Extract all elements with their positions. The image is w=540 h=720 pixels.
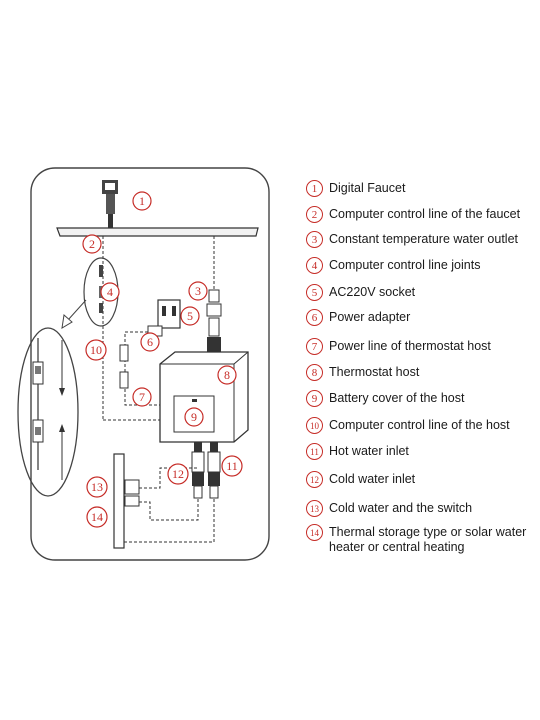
legend-label: Computer control line of the host: [329, 418, 510, 432]
svg-text:11: 11: [226, 459, 238, 473]
legend-item: 5 AC220V socket: [306, 284, 415, 301]
legend-label: Thermostat host: [329, 365, 420, 379]
ac-socket: [157, 299, 181, 329]
digital-faucet: [102, 180, 118, 228]
legend-item: 4 Computer control line joints: [306, 257, 480, 274]
svg-text:5: 5: [187, 309, 193, 323]
legend-label: Computer control line of the faucet: [329, 207, 521, 221]
callout-8: 8: [217, 365, 237, 385]
legend-item: 14 Thermal storage type or solar water he…: [306, 524, 538, 555]
legend-number: 5: [306, 284, 323, 301]
legend-number: 9: [306, 390, 323, 407]
legend-label: Thermal storage type or solar water heat…: [329, 525, 527, 554]
callout-7: 7: [132, 387, 152, 407]
svg-text:12: 12: [172, 467, 184, 481]
callout-10: 10: [85, 339, 107, 361]
svg-text:6: 6: [147, 335, 153, 349]
cold-water-inlet: [191, 442, 205, 499]
legend-item: 7 Power line of thermostat host: [306, 338, 491, 355]
svg-text:2: 2: [89, 237, 95, 251]
battery-cover: [173, 395, 215, 433]
hot-water-inlet: [207, 442, 221, 499]
legend-number: 13: [306, 500, 323, 517]
callout-13: 13: [86, 476, 108, 498]
callout-2: 2: [82, 234, 102, 254]
legend-label: Power line of thermostat host: [329, 339, 491, 353]
legend-label: Computer control line joints: [329, 258, 481, 272]
cold-water-switch: [124, 479, 140, 507]
legend-item: 8 Thermostat host: [306, 364, 419, 381]
callout-12: 12: [167, 463, 189, 485]
legend-number: 14: [306, 524, 323, 541]
outlet-hose-fitting: [206, 289, 222, 355]
legend-number: 10: [306, 417, 323, 434]
legend-item: 3 Constant temperature water outlet: [306, 231, 518, 248]
thermostat-host: [159, 351, 249, 443]
legend-label: Battery cover of the host: [329, 391, 465, 405]
countertop: [56, 227, 259, 237]
legend-item: 1 Digital Faucet: [306, 180, 405, 197]
legend-label: Power adapter: [329, 310, 411, 324]
legend-number: 4: [306, 257, 323, 274]
legend-number: 8: [306, 364, 323, 381]
legend-label: Hot water inlet: [329, 444, 409, 458]
legend-number: 7: [306, 338, 323, 355]
legend-label: Cold water inlet: [329, 472, 416, 486]
callout-11: 11: [221, 455, 243, 477]
legend-number: 12: [306, 471, 323, 488]
callout-9: 9: [184, 407, 204, 427]
callout-14: 14: [86, 506, 108, 528]
legend-item: 2 Computer control line of the faucet: [306, 206, 520, 223]
legend-item: 13 Cold water and the switch: [306, 500, 472, 517]
legend-label: AC220V socket: [329, 285, 416, 299]
legend-label: Cold water and the switch: [329, 501, 473, 515]
svg-text:13: 13: [91, 480, 103, 494]
legend-item: 12 Cold water inlet: [306, 471, 415, 488]
svg-text:4: 4: [107, 285, 113, 299]
installation-diagram: 1 2 3 4 5 6 7 8 9 10 11 12 13 14: [17, 167, 270, 561]
svg-text:14: 14: [91, 510, 103, 524]
legend-label: Constant temperature water outlet: [329, 232, 518, 246]
legend-item: 10 Computer control line of the host: [306, 417, 510, 434]
connector-detail-oval: [17, 327, 79, 497]
legend-label: Digital Faucet: [329, 181, 406, 195]
diagram-frame: [30, 167, 270, 561]
svg-text:1: 1: [139, 194, 145, 208]
connector-detail: [32, 338, 65, 480]
legend-item: 6 Power adapter: [306, 309, 410, 326]
svg-text:9: 9: [191, 410, 197, 424]
svg-text:7: 7: [139, 390, 145, 404]
legend-number: 3: [306, 231, 323, 248]
legend-item: 9 Battery cover of the host: [306, 390, 465, 407]
power-line-plug: [119, 344, 129, 389]
callout-4: 4: [100, 282, 120, 302]
legend-number: 11: [306, 443, 323, 460]
legend-item: 11 Hot water inlet: [306, 443, 409, 460]
callout-5: 5: [180, 306, 200, 326]
legend-number: 1: [306, 180, 323, 197]
legend-number: 6: [306, 309, 323, 326]
callout-3: 3: [188, 281, 208, 301]
svg-text:3: 3: [195, 284, 201, 298]
legend-number: 2: [306, 206, 323, 223]
water-heater-panel: [113, 453, 125, 549]
svg-text:8: 8: [224, 368, 230, 382]
callout-1: 1: [132, 191, 152, 211]
svg-text:10: 10: [90, 343, 102, 357]
callout-6: 6: [140, 332, 160, 352]
